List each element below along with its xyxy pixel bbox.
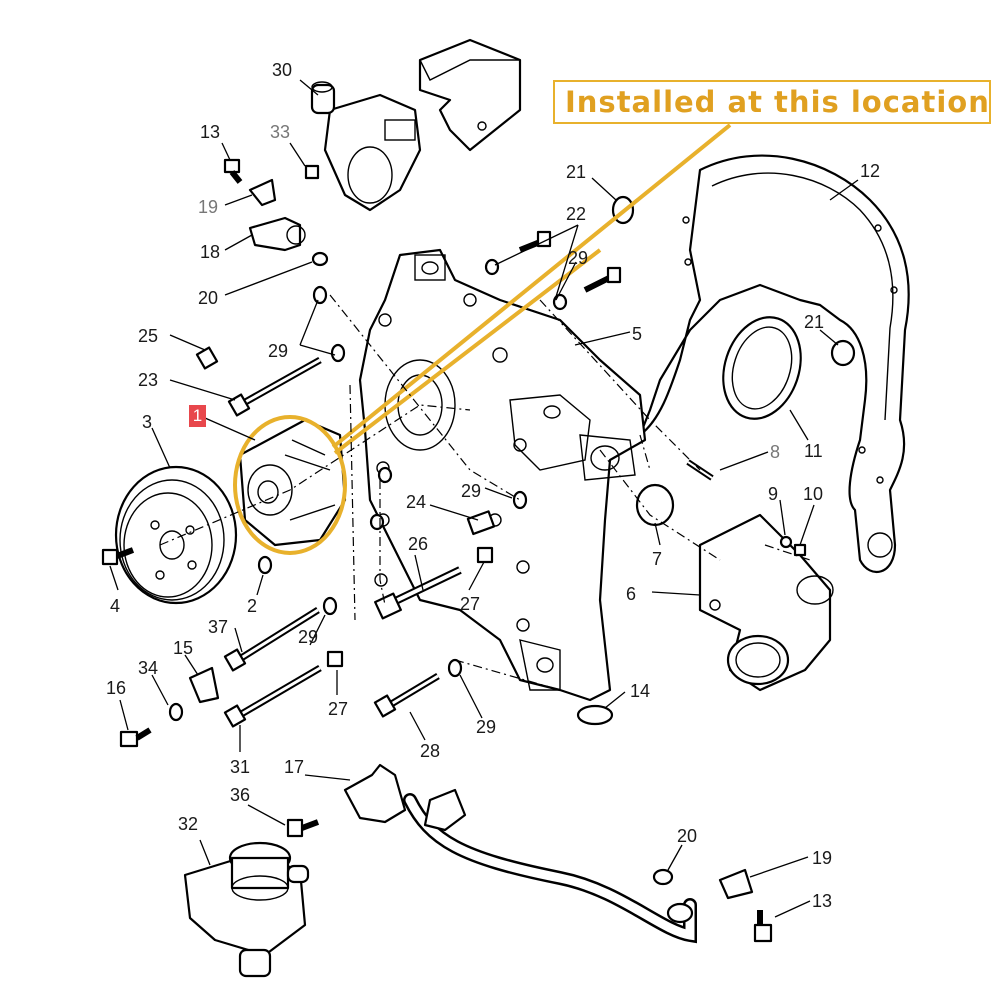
part-label-31: 31 [230, 757, 250, 777]
part-label-13b: 13 [812, 891, 832, 911]
o-ring-7 [635, 483, 675, 527]
part-label-26: 26 [408, 534, 428, 554]
part-label-32: 32 [178, 814, 198, 834]
part-label-7: 7 [652, 549, 662, 569]
part-label-27a: 27 [460, 594, 480, 614]
part-label-30: 30 [272, 60, 292, 80]
part-label-6: 6 [626, 584, 636, 604]
part-label-19b: 19 [812, 848, 832, 868]
callout-box: Installed at this location [553, 80, 991, 124]
part-label-23: 23 [138, 370, 158, 390]
part-label-21a: 21 [566, 162, 586, 182]
part-label-24: 24 [406, 492, 426, 512]
part-label-37: 37 [208, 617, 228, 637]
part-label-20a: 20 [198, 288, 218, 308]
part-label-33: 33 [270, 122, 290, 142]
part-label-29f: 29 [476, 717, 496, 737]
o-ring-21-right [830, 339, 856, 367]
part-label-29b: 29 [568, 248, 588, 268]
part-label-2: 2 [247, 596, 257, 616]
part-label-21b: 21 [804, 312, 824, 332]
part-label-16: 16 [106, 678, 126, 698]
part-label-10: 10 [803, 484, 823, 504]
part-label-29a: 29 [268, 341, 288, 361]
part-label-19a: 19 [198, 197, 218, 217]
part-label-36: 36 [230, 785, 250, 805]
crank-pulley [114, 465, 238, 605]
part-label-28: 28 [420, 741, 440, 761]
part-label-4: 4 [110, 596, 120, 616]
highlight-part-badge: 1 [189, 405, 206, 427]
part-label-3: 3 [142, 412, 152, 432]
part-label-11: 11 [804, 441, 823, 461]
timing-cover-gasket [638, 154, 910, 573]
part-label-8: 8 [770, 442, 780, 462]
highlight-ring [233, 415, 347, 555]
callout-line-1 [331, 123, 732, 449]
part-label-12: 12 [860, 161, 880, 181]
front-cover-housing [358, 248, 647, 702]
part-label-5: 5 [632, 324, 642, 344]
part-label-14: 14 [630, 681, 650, 701]
callout-line-2 [333, 248, 602, 455]
part-label-9: 9 [768, 484, 778, 504]
part-label-27b: 27 [328, 699, 348, 719]
part-label-13a: 13 [200, 122, 220, 142]
part-label-22: 22 [566, 204, 586, 224]
part-label-29c: 29 [461, 481, 481, 501]
part-label-15: 15 [173, 638, 193, 658]
part-label-18: 18 [200, 242, 220, 262]
part-label-25: 25 [138, 326, 158, 346]
aux-water-pump [323, 93, 422, 212]
callout-text: Installed at this location [565, 85, 990, 119]
part-label-29d: 29 [298, 627, 318, 647]
part-label-17: 17 [284, 757, 304, 777]
part-label-34: 34 [138, 658, 158, 678]
crankshaft-seal [722, 316, 802, 420]
top-bracket [418, 38, 522, 152]
part-label-20b: 20 [677, 826, 697, 846]
